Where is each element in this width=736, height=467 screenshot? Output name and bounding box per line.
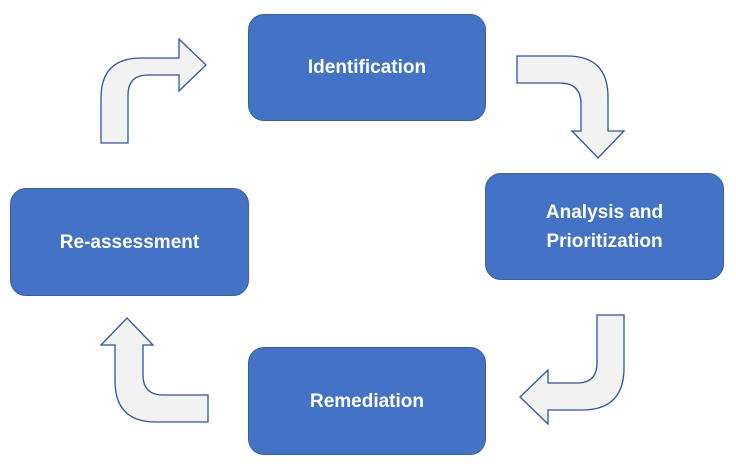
step-analysis-label: Analysis and Prioritization: [545, 201, 664, 252]
step-identification-label: Identification: [307, 57, 427, 78]
arrow-identification-to-analysis: [516, 55, 626, 159]
arrow-analysis-to-remediation: [519, 314, 625, 426]
arrow-remediation-to-reassessment: [99, 317, 209, 423]
step-reassessment: Re-assessment: [10, 188, 249, 296]
step-reassessment-label: Re-assessment: [59, 231, 200, 253]
step-identification: Identification: [248, 14, 486, 121]
arrow-reassessment-to-identification: [100, 37, 207, 144]
step-remediation-label: Remediation: [309, 390, 425, 412]
step-analysis-and-prioritization: Analysis and Prioritization: [485, 173, 724, 280]
step-remediation: Remediation: [248, 347, 486, 455]
